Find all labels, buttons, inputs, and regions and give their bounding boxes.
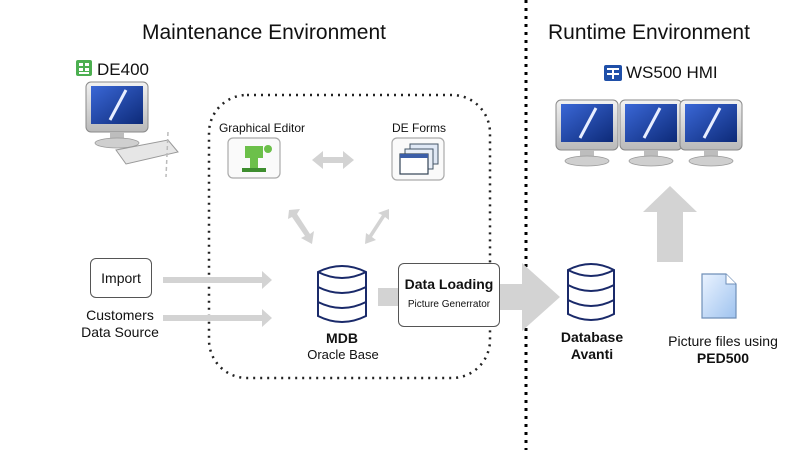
import-label: Import (101, 270, 141, 286)
customers-mdb-arrow (163, 309, 272, 327)
avanti-label-line1: Database (560, 329, 624, 345)
mdb-dataloading-connector (378, 288, 402, 306)
dataloading-runtime-arrow (500, 263, 560, 331)
picture-files-label: Picture files using PED500 (656, 333, 790, 367)
editor-mdb-double-arrow (288, 209, 314, 244)
avanti-database-label: Database Avanti (548, 329, 636, 363)
customers-label-line1: Customers (86, 307, 154, 323)
document-icon (701, 273, 737, 319)
data-loading-box: Data Loading Picture Generrator (398, 263, 500, 327)
runtime-environment-title: Runtime Environment (548, 21, 750, 44)
picture-files-line2: PED500 (696, 350, 750, 366)
de-forms-label: DE Forms (392, 121, 446, 135)
graphical-editor-label: Graphical Editor (218, 121, 306, 135)
de400-workstation-icon (84, 80, 179, 178)
maintenance-environment-title: Maintenance Environment (142, 21, 386, 44)
mdb-database-icon (317, 265, 367, 323)
import-box: Import (90, 258, 152, 298)
picture-generator-label: Picture Generrator (407, 299, 491, 310)
avanti-label-line2: Avanti (570, 346, 614, 362)
blue-grid-icon (604, 65, 622, 81)
mdb-label: MDB (326, 330, 358, 346)
picture-files-line1: Picture files using (668, 333, 778, 349)
stacked-windows-icon (391, 137, 445, 181)
customers-label-line2: Data Source (81, 324, 159, 340)
avanti-database-icon (567, 263, 615, 321)
ws500-hmi-label: WS500 HMI (626, 63, 718, 82)
de400-label: DE400 (97, 60, 149, 79)
green-tool-icon (227, 137, 281, 179)
import-mdb-arrow (163, 271, 272, 289)
data-loading-label: Data Loading (404, 276, 494, 292)
customers-data-source-label: Customers Data Source (70, 307, 170, 341)
mdb-sublabel: Oracle Base (307, 347, 379, 362)
hmi-monitors-icon (554, 98, 744, 168)
green-grid-icon (76, 60, 92, 76)
editor-forms-double-arrow (312, 151, 354, 169)
forms-mdb-double-arrow (365, 209, 389, 244)
runtime-hmi-up-arrow (643, 186, 697, 262)
